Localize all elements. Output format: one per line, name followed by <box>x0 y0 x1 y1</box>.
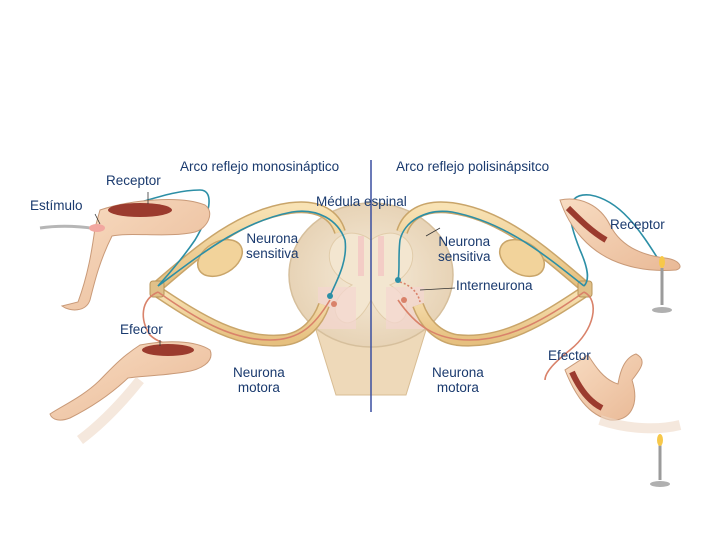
label-motor-neuron-left: Neurona motora <box>233 366 285 396</box>
stimulus-point <box>89 224 105 232</box>
title-polysynaptic: Arco reflejo polisinápsitco <box>396 160 549 175</box>
label-stimulus: Estímulo <box>30 199 83 214</box>
label-sensory-neuron-right: Neurona sensitiva <box>438 235 491 265</box>
title-monosynaptic: Arco reflejo monosináptico <box>180 160 339 175</box>
label-sensory-neuron-left: Neurona sensitiva <box>246 232 299 262</box>
dorsal-column-left <box>358 236 364 276</box>
label-interneuron: Interneurona <box>456 279 533 294</box>
label-spinal-cord: Médula espinal <box>316 195 407 210</box>
candle-flame <box>659 256 665 268</box>
dorsal-column-right <box>378 236 384 276</box>
leg-lower-left <box>50 342 211 440</box>
leg-muscle <box>142 344 194 356</box>
label-motor-neuron-right: Neurona motora <box>432 366 484 396</box>
label-effector-left: Efector <box>120 323 163 338</box>
label-receptor-right: Receptor <box>610 218 665 233</box>
arm-lower-right <box>565 354 680 487</box>
label-receptor-left: Receptor <box>106 174 161 189</box>
quadriceps-muscle <box>108 203 172 217</box>
label-effector-right: Efector <box>548 349 591 364</box>
